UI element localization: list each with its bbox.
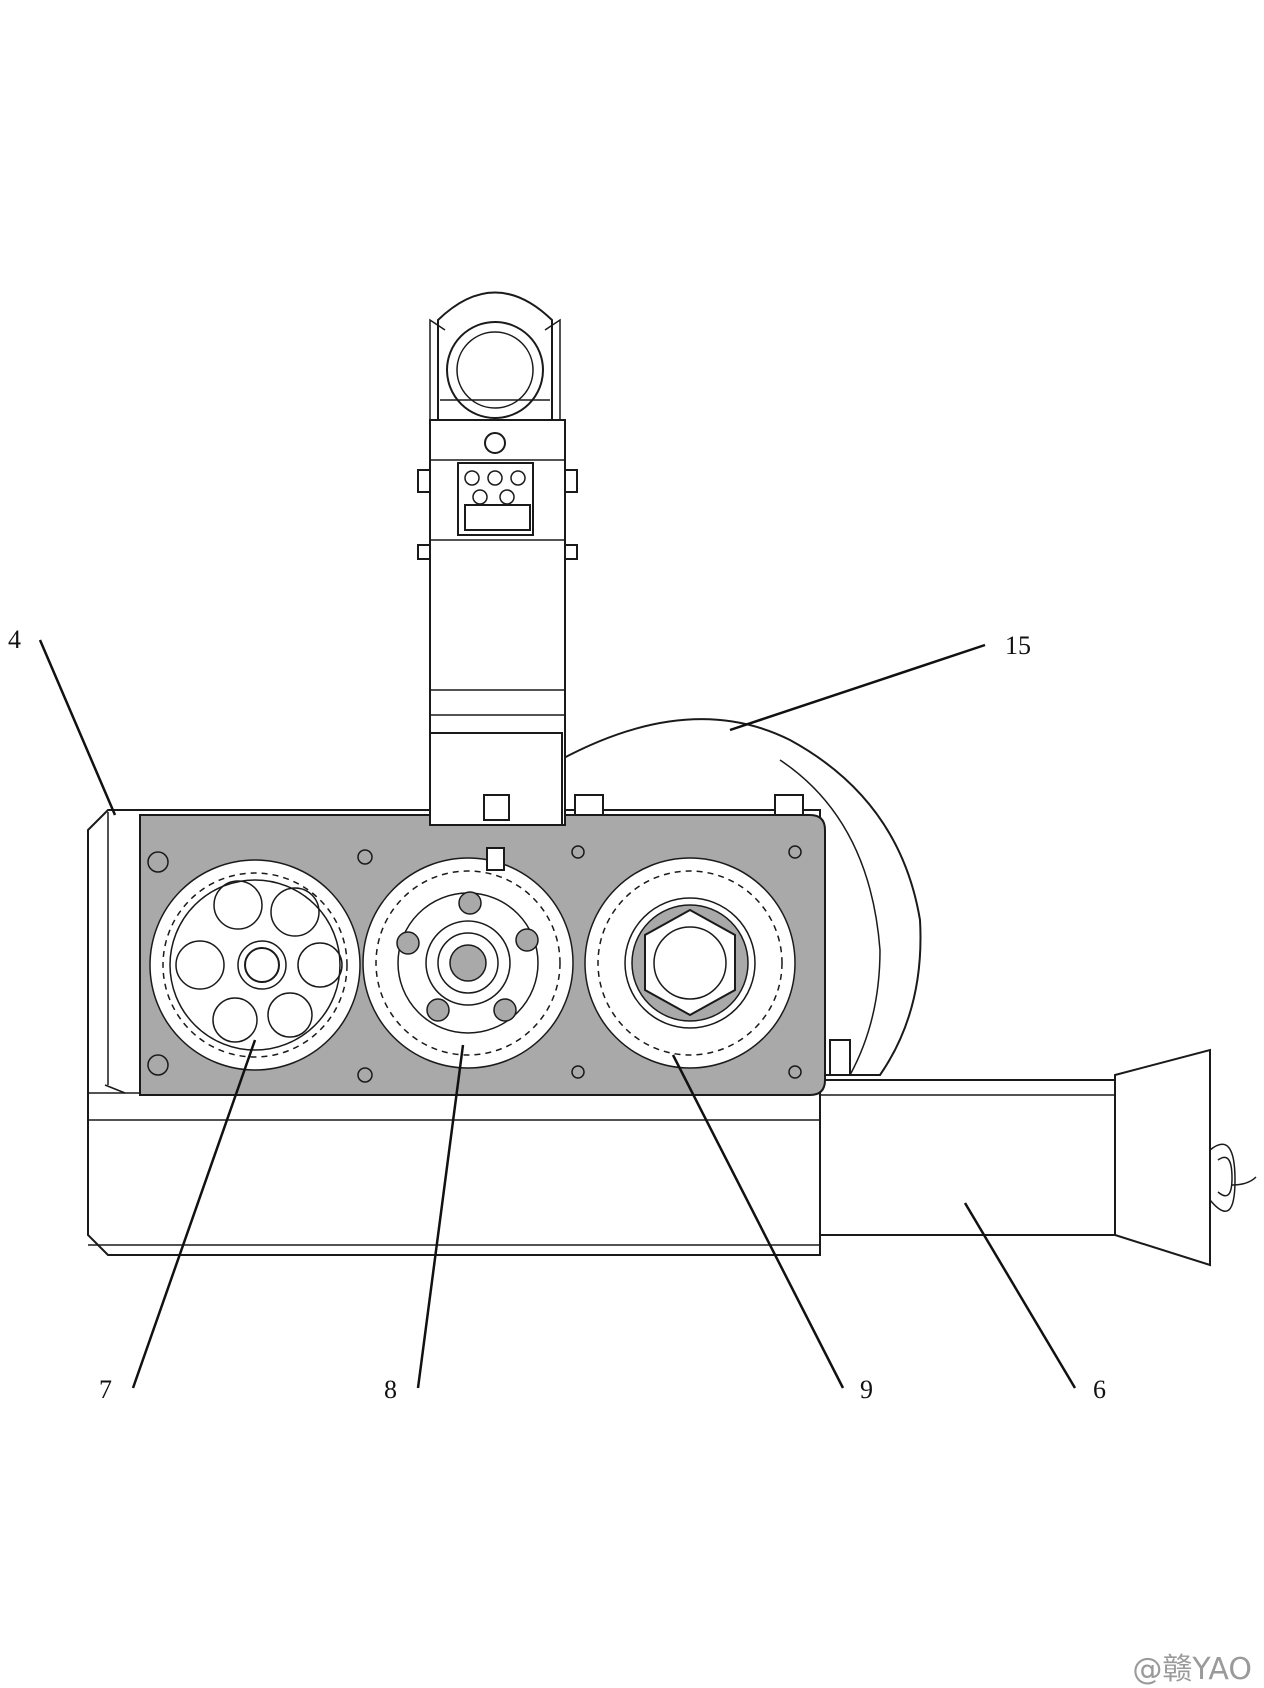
leader-lines xyxy=(38,639,1077,1389)
label-gear-left: 7 xyxy=(99,1375,112,1404)
watermark: @赣YAO xyxy=(1132,1652,1252,1687)
label-gear-right: 9 xyxy=(860,1375,873,1404)
label-disc: 15 xyxy=(1005,631,1031,660)
guide-chute xyxy=(814,1048,1257,1267)
label-guide-chute: 6 xyxy=(1093,1375,1106,1404)
label-gear-middle: 8 xyxy=(384,1375,397,1404)
gear-right xyxy=(584,857,796,1069)
gear-left xyxy=(149,859,361,1071)
upper-column xyxy=(417,419,851,1076)
gear-middle xyxy=(362,847,574,1069)
label-housing: 4 xyxy=(8,625,21,654)
pipe-clamp xyxy=(429,291,561,421)
